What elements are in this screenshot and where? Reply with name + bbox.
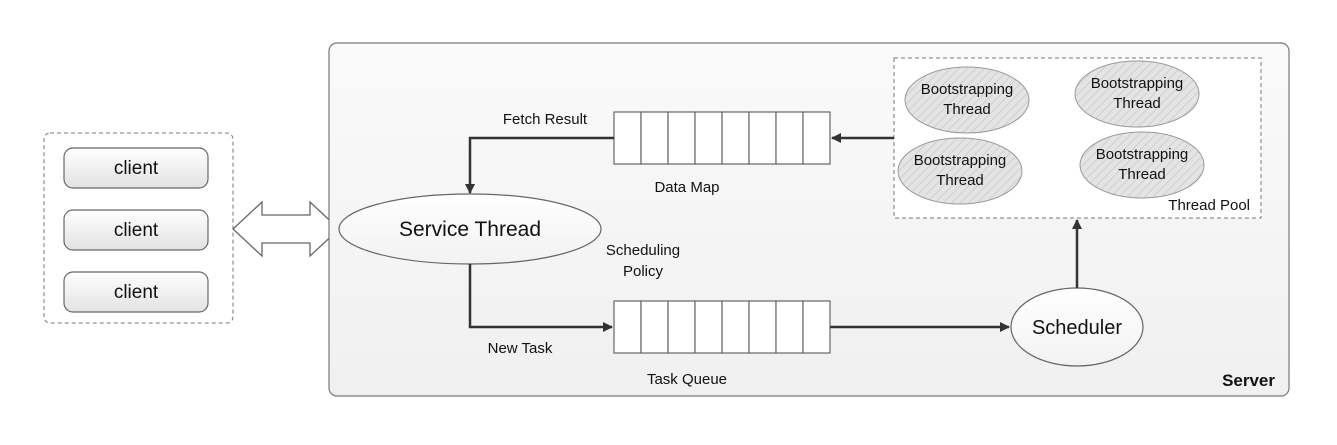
bootstrapping-thread: Bootstrapping Thread [1079, 131, 1205, 199]
service-thread-node: Service Thread [338, 193, 602, 265]
client-label: client [114, 220, 159, 241]
client-label: client [114, 158, 159, 179]
client-box[interactable]: client [63, 147, 209, 189]
bidirectional-arrow [232, 200, 340, 258]
task-queue-cell [775, 300, 804, 354]
thread-label-line2: Thread [1113, 95, 1161, 112]
thread-pool: Bootstrapping Thread Bootstrapping Threa… [893, 57, 1262, 219]
thread-label-line2: Thread [943, 101, 991, 118]
client-label: client [114, 282, 159, 303]
task-queue-cell [613, 300, 642, 354]
data-map-cell [775, 111, 804, 165]
server-label: Server [1222, 371, 1275, 390]
thread-pool-label: Thread Pool [1168, 197, 1250, 214]
bootstrapping-thread: Bootstrapping Thread [897, 137, 1023, 205]
data-map-cell [613, 111, 642, 165]
task-queue-cell [721, 300, 750, 354]
fetch-result-label: Fetch Result [503, 111, 588, 128]
client-box[interactable]: client [63, 209, 209, 251]
data-map-cell [802, 111, 831, 165]
task-queue-cell [640, 300, 669, 354]
bootstrapping-thread: Bootstrapping Thread [904, 66, 1030, 134]
task-queue-cell [694, 300, 723, 354]
new-task-label: New Task [488, 340, 553, 357]
data-map-cell [667, 111, 696, 165]
service-thread-label: Service Thread [399, 218, 541, 241]
data-map: Data Map [613, 111, 831, 196]
task-queue-cell [802, 300, 831, 354]
data-map-cell [694, 111, 723, 165]
thread-label-line1: Bootstrapping [1091, 75, 1184, 92]
task-queue: Task Queue [613, 300, 831, 388]
thread-label-line2: Thread [1118, 166, 1166, 183]
task-queue-label: Task Queue [647, 371, 727, 388]
scheduling-policy-line2: Policy [623, 263, 664, 280]
thread-label-line1: Bootstrapping [914, 152, 1007, 169]
data-map-cell [748, 111, 777, 165]
bootstrapping-thread: Bootstrapping Thread [1074, 60, 1200, 128]
thread-label-line1: Bootstrapping [1096, 146, 1189, 163]
thread-label-line1: Bootstrapping [921, 81, 1014, 98]
scheduler-node: Scheduler [1010, 287, 1144, 367]
thread-label-line2: Thread [936, 172, 984, 189]
arrow-datamap-to-service [465, 136, 614, 194]
arrow-service-to-taskqueue [468, 264, 613, 332]
task-queue-cell [667, 300, 696, 354]
scheduling-policy-line1: Scheduling [606, 242, 680, 259]
data-map-cell [721, 111, 750, 165]
task-queue-cell [748, 300, 777, 354]
data-map-label: Data Map [654, 179, 719, 196]
data-map-cell [640, 111, 669, 165]
scheduler-label: Scheduler [1032, 317, 1122, 339]
client-group: client client client [43, 132, 234, 324]
client-box[interactable]: client [63, 271, 209, 313]
